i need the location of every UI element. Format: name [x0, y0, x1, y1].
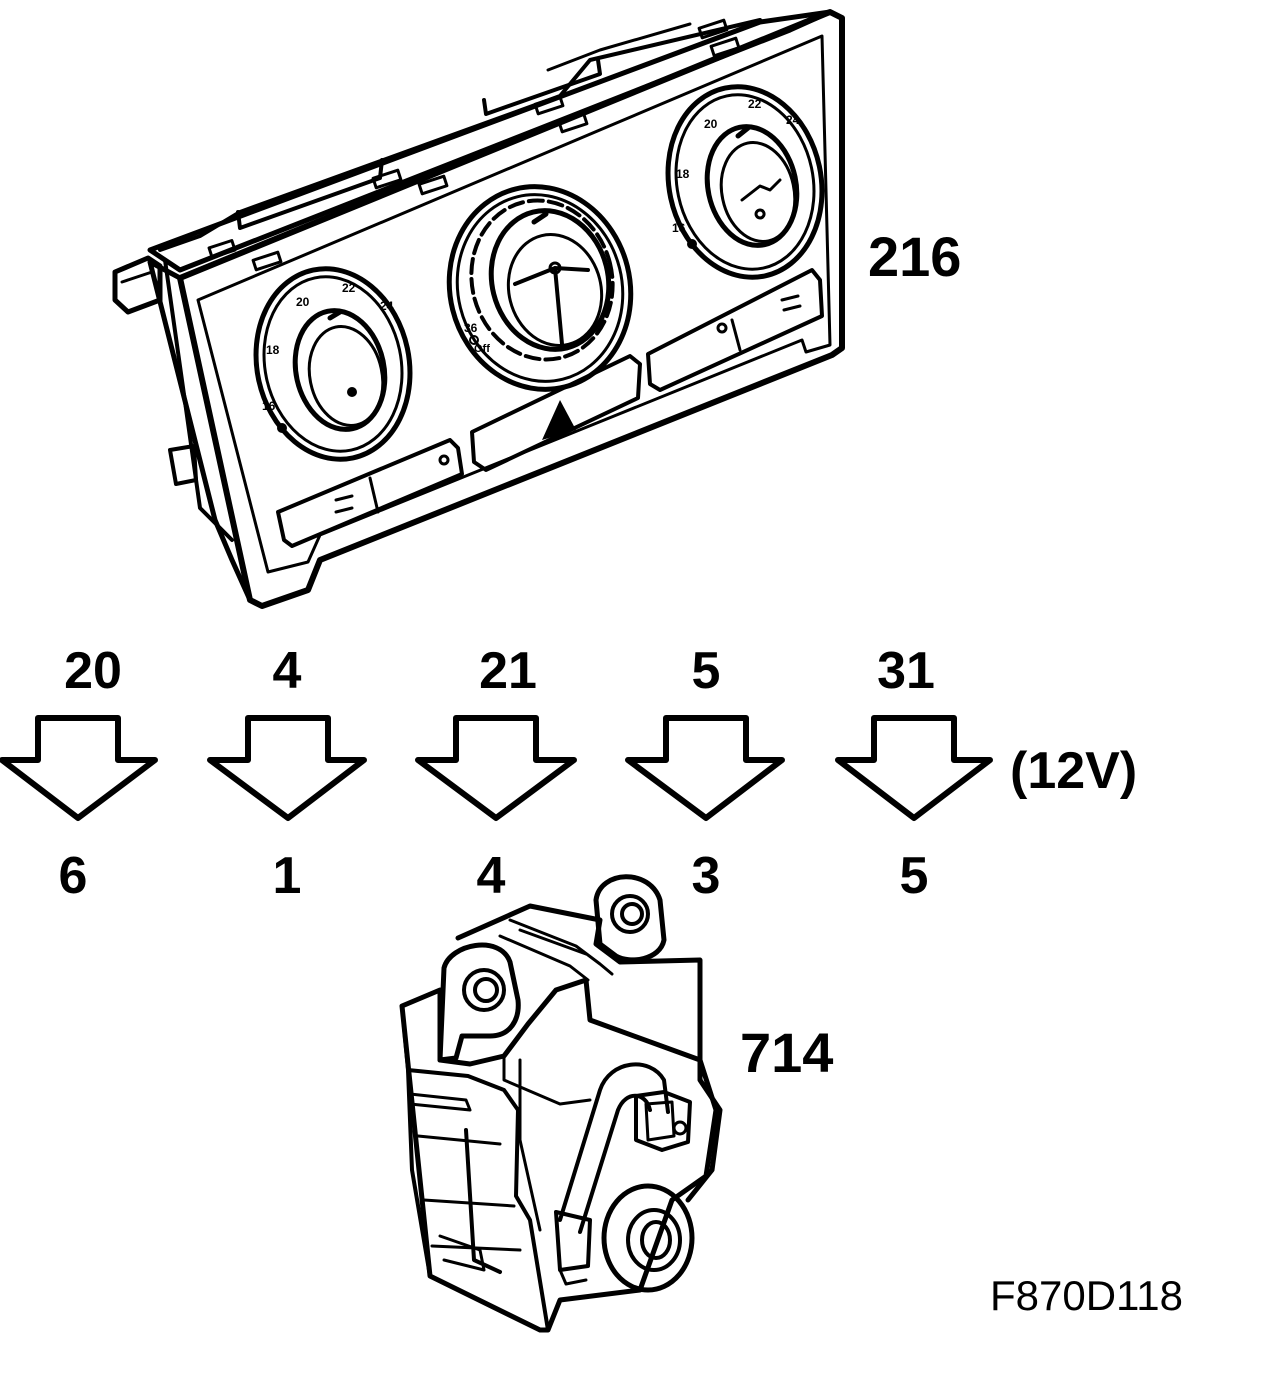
part-number-714: 714: [740, 1021, 833, 1084]
pin-pair-2: 4 1: [207, 642, 367, 905]
top-vent-slots: [207, 18, 741, 272]
left-dial-tick-24: 24: [380, 299, 394, 313]
pin-from-4: 5: [692, 642, 721, 700]
pin-from-5: 31: [877, 642, 935, 700]
fan-mode-dial[interactable]: 36 Off: [428, 167, 652, 408]
left-temperature-dial[interactable]: 16 18 20 22 24: [239, 254, 428, 473]
left-seat-heat-button[interactable]: [276, 438, 464, 548]
right-temperature-dial[interactable]: 16 18 20 22 24: [651, 72, 840, 291]
left-dial-tick-16: 16: [262, 399, 276, 413]
pin-mapping: 20 6 4 1 21 4 5 3 31 5 (12V): [0, 642, 1137, 905]
right-dial-tick-20: 20: [704, 117, 718, 131]
left-dial-tick-22: 22: [342, 281, 356, 295]
damper-actuator: [399, 874, 723, 1333]
pin-from-1: 20: [64, 642, 122, 700]
pin-from-2: 4: [273, 642, 302, 700]
left-dial-tick-18: 18: [266, 343, 280, 357]
pin-to-3: 4: [477, 847, 506, 905]
pin-to-2: 1: [273, 847, 302, 905]
down-arrow-5: [835, 715, 993, 821]
pin-pair-3: 21 4: [415, 642, 577, 905]
voltage-label: (12V): [1010, 742, 1137, 800]
down-arrow-2: [207, 715, 367, 821]
pin-pair-1: 20 6: [0, 642, 158, 905]
down-arrow-1: [0, 715, 158, 821]
down-arrow-4: [625, 715, 785, 821]
right-seat-heat-button[interactable]: [646, 268, 824, 392]
part-number-216: 216: [868, 225, 961, 288]
pin-pair-4: 5 3: [625, 642, 785, 905]
right-dial-tick-22: 22: [748, 97, 762, 111]
center-dial-tick-36: 36: [464, 321, 478, 335]
hazard-button[interactable]: [470, 354, 642, 472]
right-dial-tick-24: 24: [786, 113, 800, 127]
left-dial-tick-20: 20: [296, 295, 310, 309]
right-dial-tick-16: 16: [672, 221, 686, 235]
figure-code: F870D118: [990, 1272, 1183, 1319]
climate-control-panel: 16 18 20 22 24 36 Off: [112, 9, 845, 609]
down-arrow-3: [415, 715, 577, 821]
pin-from-3: 21: [479, 642, 537, 700]
pin-to-4: 3: [692, 847, 721, 905]
pin-to-5: 5: [900, 847, 929, 905]
pin-to-1: 6: [59, 847, 88, 905]
center-dial-tick-off: Off: [474, 343, 490, 355]
right-dial-tick-18: 18: [676, 167, 690, 181]
pin-pair-5: 31 5: [835, 642, 993, 905]
